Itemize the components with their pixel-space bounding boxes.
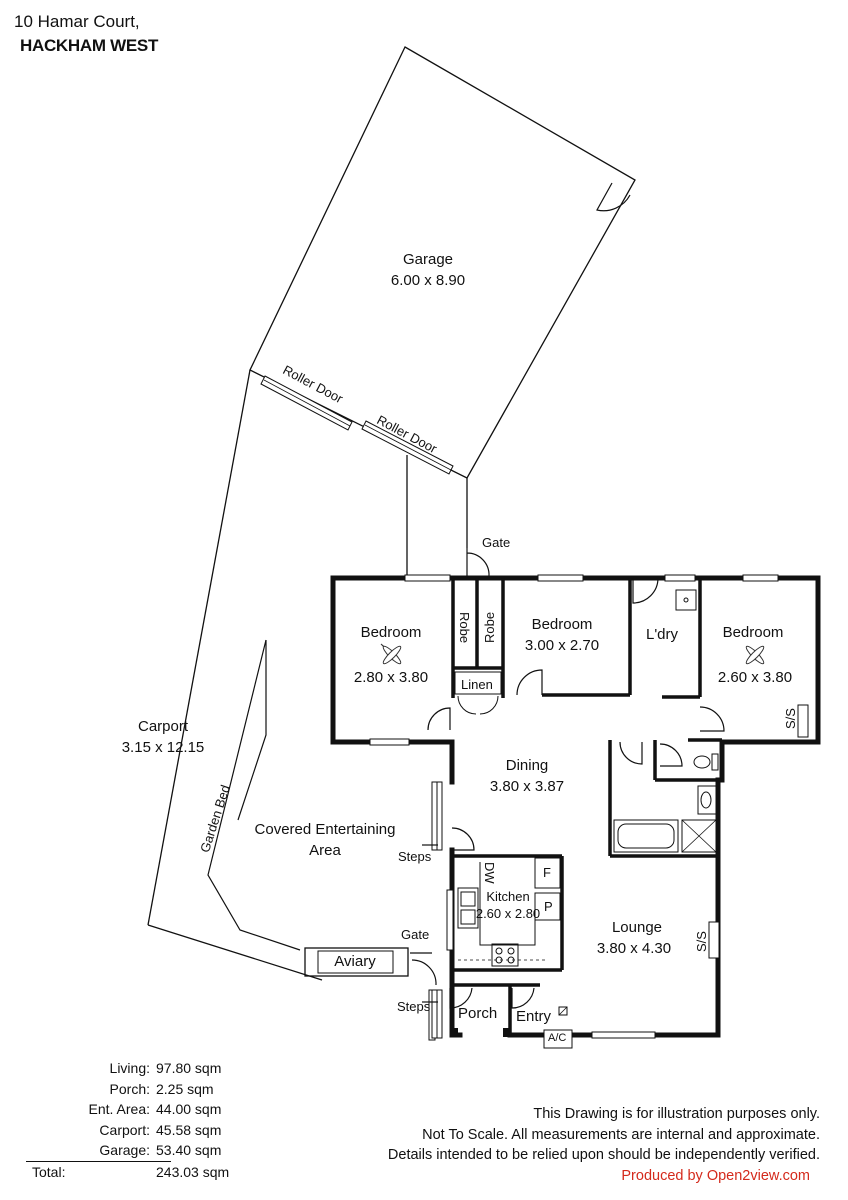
area-label: Carport: [99, 1121, 150, 1138]
area-value: 2.25 sqm [156, 1080, 214, 1097]
garage-name: Garage [402, 251, 454, 268]
area-label: Porch: [109, 1080, 150, 1097]
bedroom3-size: 2.60 x 3.80 [717, 669, 793, 686]
rear-gate [410, 952, 437, 986]
linen-label: Linen [461, 677, 493, 692]
credit-link[interactable]: Produced by Open2view.com [621, 1167, 810, 1184]
bedroom3-name: Bedroom [722, 624, 784, 641]
vanity [697, 785, 717, 815]
dw-label: DW [482, 862, 497, 884]
bathtub [613, 819, 679, 853]
kitchen-name: Kitchen [486, 889, 530, 904]
lounge-size: 3.80 x 4.30 [596, 940, 672, 957]
area-total-row: Total: 243.03 sqm [14, 1162, 246, 1183]
disclaimer-line: Not To Scale. All measurements are inter… [422, 1126, 820, 1143]
laundry-label: L'dry [645, 626, 679, 643]
garage-size: 6.00 x 8.90 [390, 272, 466, 289]
ceiling-fan-2 [745, 645, 765, 665]
area-value: 53.40 sqm [156, 1142, 222, 1158]
bedroom1-size: 2.80 x 3.80 [353, 669, 429, 686]
lounge-name: Lounge [611, 919, 663, 936]
entertaining-line1: Covered Entertaining [254, 821, 396, 838]
garden-bed-edge [207, 639, 301, 951]
steps-label-1: Steps [398, 849, 432, 864]
total-value: 243.03 sqm [156, 1163, 230, 1180]
area-value: 97.80 sqm [156, 1060, 222, 1076]
area-row: Living: 97.80 sqm [14, 1058, 246, 1079]
robe-label-2: Robe [482, 611, 497, 643]
aviary-label: Aviary [334, 953, 376, 970]
area-label: Ent. Area: [88, 1101, 150, 1117]
kitchen-fixtures [457, 857, 561, 967]
bedroom1-name: Bedroom [360, 624, 422, 641]
robe-label-1: Robe [457, 612, 472, 644]
steps [431, 781, 443, 1039]
dining-size: 3.80 x 3.87 [489, 778, 565, 795]
gate-label-2: Gate [401, 927, 430, 942]
garage-gate [466, 548, 490, 578]
total-divider [26, 1160, 171, 1162]
area-row: Garage: 53.40 sqm [14, 1140, 246, 1161]
area-row: Ent. Area: 44.00 sqm [14, 1099, 246, 1120]
ss-label-1: S/S [783, 708, 798, 729]
gate-label-1: Gate [482, 535, 511, 550]
area-value: 45.58 sqm [156, 1121, 222, 1138]
carport-name: Carport [137, 718, 189, 735]
address-suburb: HACKHAM WEST [20, 36, 159, 55]
area-label: Living: [109, 1060, 150, 1076]
bedroom2-size: 3.00 x 2.70 [524, 637, 600, 654]
aviary-box [304, 947, 409, 977]
area-label: Garage: [99, 1142, 150, 1158]
disclaimer-line: Details intended to be relied upon shoul… [387, 1147, 820, 1163]
area-row: Carport: 45.58 sqm [14, 1120, 246, 1141]
total-label: Total: [32, 1163, 66, 1180]
ceiling-fan-1 [380, 643, 402, 665]
carport-front [147, 924, 323, 981]
fridge-label: F [543, 865, 551, 880]
laundry-tub [675, 589, 697, 611]
toilet [693, 755, 711, 769]
interior-walls [451, 578, 722, 1035]
entertaining-line2: Area [309, 842, 341, 859]
shower [681, 819, 717, 853]
roller-door-1 [260, 375, 353, 431]
garage-side-door [596, 182, 631, 212]
pantry-label: P [544, 899, 553, 914]
roller-door-2 [361, 420, 454, 475]
ac-label: A/C [548, 1032, 567, 1044]
entry-label: Entry [516, 1008, 552, 1025]
bedroom2-name: Bedroom [531, 616, 593, 633]
kitchen-size: 2.60 x 2.80 [475, 906, 541, 921]
door-swings [427, 577, 725, 1009]
disclaimer: This Drawing is for illustration purpose… [388, 1104, 820, 1186]
disclaimer-line: This Drawing is for illustration purpose… [533, 1106, 820, 1122]
address-street: 10 Hamar Court, [14, 12, 140, 31]
ac-unit [543, 1029, 573, 1049]
steps-label-2: Steps [397, 999, 431, 1014]
carport-outline [147, 369, 251, 926]
dining-name: Dining [505, 757, 549, 774]
area-schedule: Living: 97.80 sqm Porch: 2.25 sqm Ent. A… [14, 1058, 246, 1182]
carport-size: 3.15 x 12.15 [121, 739, 205, 756]
porch-label: Porch [458, 1005, 498, 1022]
ss-label-2: S/S [694, 931, 709, 952]
area-row: Porch: 2.25 sqm [14, 1079, 246, 1100]
area-value: 44.00 sqm [156, 1101, 222, 1117]
